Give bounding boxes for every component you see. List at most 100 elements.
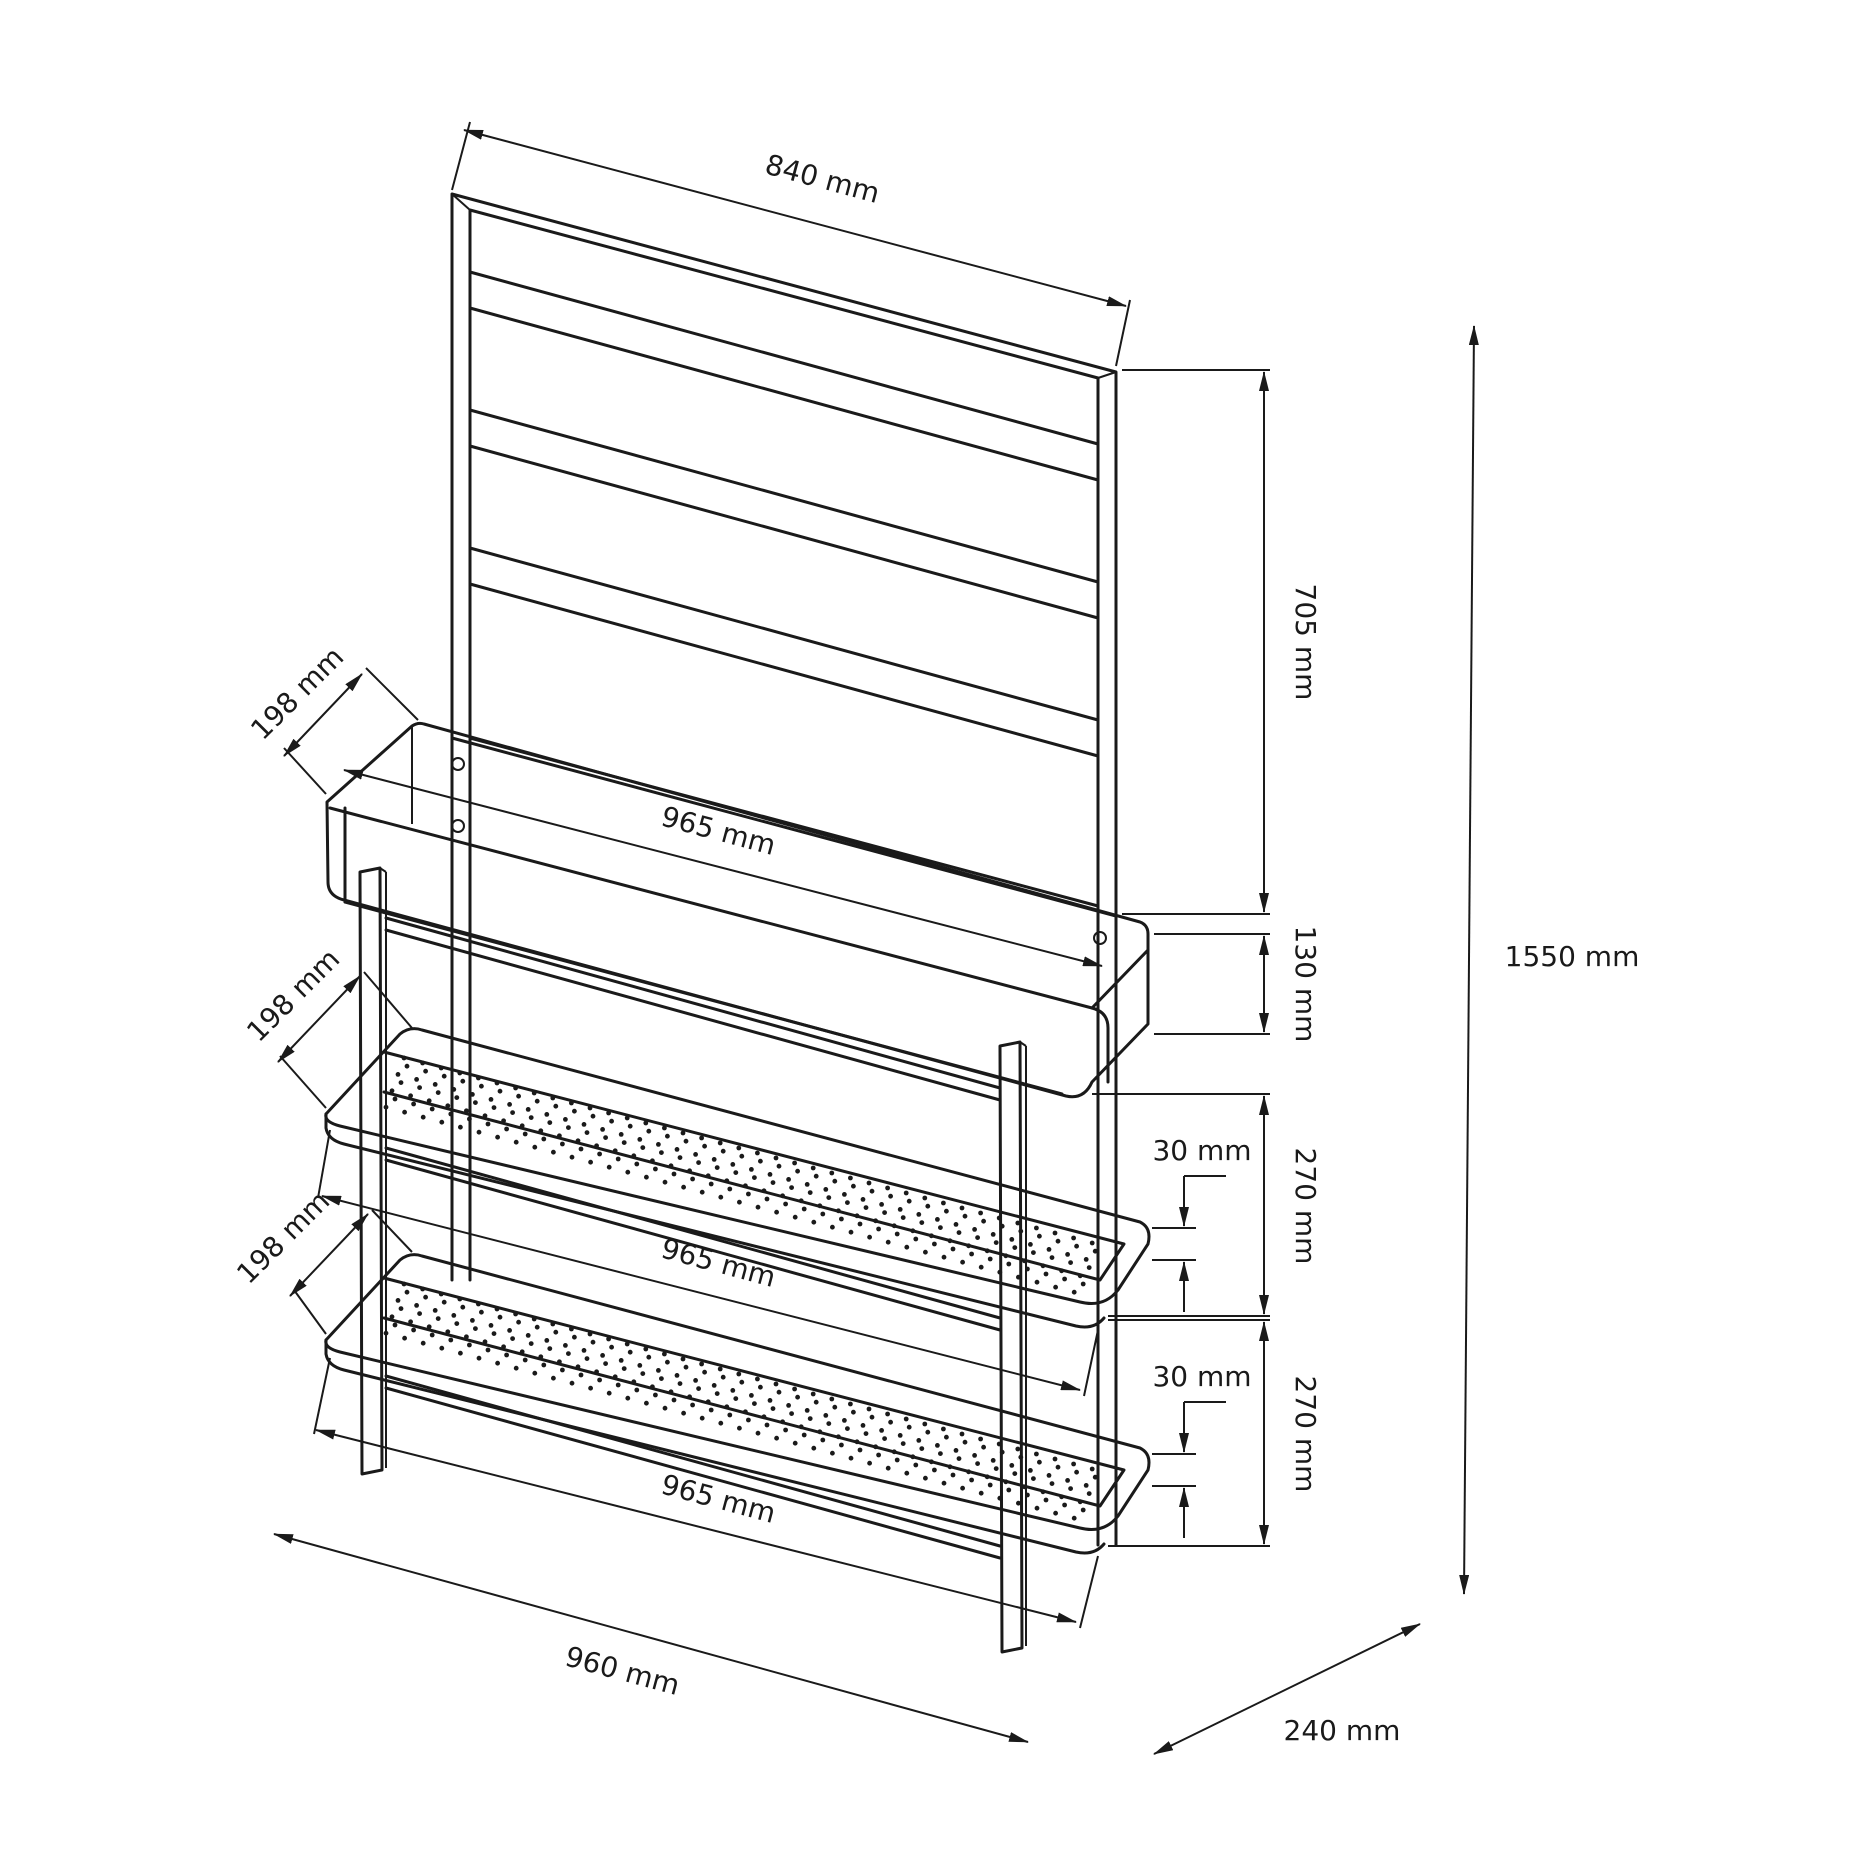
perforation-dot bbox=[510, 1336, 515, 1341]
perforation-dot bbox=[960, 1259, 965, 1265]
perforation-dot bbox=[1052, 1456, 1058, 1462]
perforation-dot bbox=[996, 1215, 1002, 1221]
perforation-dot bbox=[653, 1392, 658, 1398]
perforation-dot bbox=[594, 1369, 599, 1375]
perforation-dot bbox=[402, 1109, 407, 1115]
perforation-dot bbox=[910, 1454, 916, 1460]
perforation-dot bbox=[590, 1113, 596, 1119]
perforation-dot bbox=[845, 1200, 850, 1205]
perforation-dot bbox=[848, 1229, 854, 1235]
perforation-dot bbox=[563, 1343, 568, 1348]
perforation-dot bbox=[730, 1162, 736, 1167]
perforation-dot bbox=[737, 1199, 742, 1205]
perforation-dot bbox=[906, 1198, 912, 1204]
perforation-dot bbox=[404, 1063, 410, 1069]
perforation-dot bbox=[842, 1192, 847, 1197]
perforation-dot bbox=[773, 1155, 779, 1161]
perforation-dot bbox=[863, 1431, 869, 1436]
perforation-dot bbox=[634, 1161, 640, 1167]
perforation-dot bbox=[625, 1395, 631, 1401]
dim-label-shelf-lip-lower: 30 mm bbox=[1152, 1360, 1251, 1393]
perforation-dot bbox=[578, 1146, 584, 1152]
perforation-dot bbox=[1040, 1489, 1046, 1495]
perforation-dot bbox=[1092, 1474, 1098, 1480]
perforation-dot bbox=[813, 1173, 819, 1179]
perforation-dot bbox=[789, 1411, 794, 1416]
dim-label-trellis-width: 840 mm bbox=[762, 148, 883, 210]
perforation-dot bbox=[513, 1365, 519, 1371]
perforation-dot bbox=[1065, 1478, 1070, 1483]
perforation-dot bbox=[913, 1462, 919, 1468]
perforation-dot bbox=[439, 1119, 445, 1125]
perforation-dot bbox=[801, 1206, 807, 1212]
perforation-dot bbox=[383, 1104, 389, 1110]
perforation-dot bbox=[528, 1341, 534, 1346]
perforation-dot bbox=[743, 1409, 748, 1415]
perforation-dot bbox=[677, 1155, 683, 1160]
perforation-dot bbox=[1071, 1289, 1077, 1295]
perforation-dot bbox=[836, 1208, 841, 1214]
perforation-dot bbox=[906, 1424, 912, 1430]
perforation-dot bbox=[866, 1180, 872, 1186]
perforation-dot bbox=[922, 1421, 928, 1427]
perforation-dot bbox=[848, 1455, 854, 1461]
perforation-dot bbox=[795, 1394, 800, 1400]
perforation-dot bbox=[1003, 1253, 1009, 1259]
perforation-dot bbox=[851, 1183, 856, 1189]
perforation-dot bbox=[612, 1374, 618, 1380]
perforation-dot bbox=[476, 1075, 481, 1081]
perforation-dot bbox=[953, 1448, 959, 1453]
perforation-dot bbox=[823, 1187, 829, 1192]
perforation-dot bbox=[702, 1369, 707, 1375]
perforation-dot bbox=[603, 1361, 608, 1366]
perforation-dot bbox=[557, 1133, 562, 1139]
perforation-dot bbox=[761, 1188, 767, 1194]
perforation-dot bbox=[984, 1248, 990, 1254]
perforation-dot bbox=[873, 1444, 878, 1450]
perforation-dot bbox=[534, 1098, 540, 1104]
perforation-dot bbox=[743, 1183, 748, 1189]
perforation-dot bbox=[525, 1333, 531, 1338]
perforation-dot bbox=[643, 1346, 649, 1352]
perforation-dot bbox=[458, 1350, 463, 1356]
dim-label-overall-width: 960 mm bbox=[562, 1640, 683, 1702]
perforation-dot bbox=[755, 1376, 760, 1382]
perforation-dot bbox=[714, 1165, 720, 1170]
perforation-dot bbox=[972, 1453, 977, 1458]
perforation-dot bbox=[460, 1078, 466, 1084]
perforation-dot bbox=[820, 1437, 826, 1443]
perforation-dot bbox=[581, 1122, 587, 1127]
perforation-dot bbox=[491, 1105, 497, 1110]
perforation-dot bbox=[705, 1173, 711, 1179]
perforation-dot bbox=[1053, 1510, 1058, 1516]
perforation-dot bbox=[935, 1443, 940, 1448]
dim-1550: 1550 mm bbox=[1459, 325, 1639, 1595]
perforation-dot bbox=[650, 1384, 655, 1390]
perforation-dot bbox=[618, 1132, 624, 1137]
perforation-dot bbox=[408, 1093, 413, 1099]
perforation-dot bbox=[683, 1364, 689, 1370]
perforation-dot bbox=[491, 1331, 497, 1336]
perforation-dot bbox=[1049, 1481, 1055, 1486]
perforation-dot bbox=[429, 1332, 435, 1338]
perforation-dot bbox=[1009, 1237, 1015, 1242]
perforation-dot bbox=[470, 1092, 475, 1097]
perforation-dot bbox=[637, 1137, 643, 1142]
perforation-dot bbox=[569, 1154, 575, 1160]
perforation-dot bbox=[923, 1249, 928, 1255]
mounting-hole bbox=[451, 819, 465, 833]
dim-198-planter: 198 mm bbox=[244, 640, 419, 795]
perforation-dot bbox=[966, 1243, 971, 1249]
perforation-dot bbox=[681, 1410, 686, 1416]
perforation-dot bbox=[773, 1381, 779, 1387]
perforation-dot bbox=[876, 1452, 881, 1458]
perforation-dot bbox=[891, 1449, 897, 1455]
perforation-dot bbox=[811, 1219, 817, 1225]
perforation-dot bbox=[1003, 1479, 1009, 1485]
shelf-upper bbox=[324, 1027, 1151, 1329]
perforation-dot bbox=[1025, 1492, 1030, 1498]
perforation-dot bbox=[708, 1181, 714, 1187]
dim-965-shelf-upper: 965 mm bbox=[317, 1129, 1099, 1397]
perforation-dot bbox=[488, 1097, 494, 1102]
